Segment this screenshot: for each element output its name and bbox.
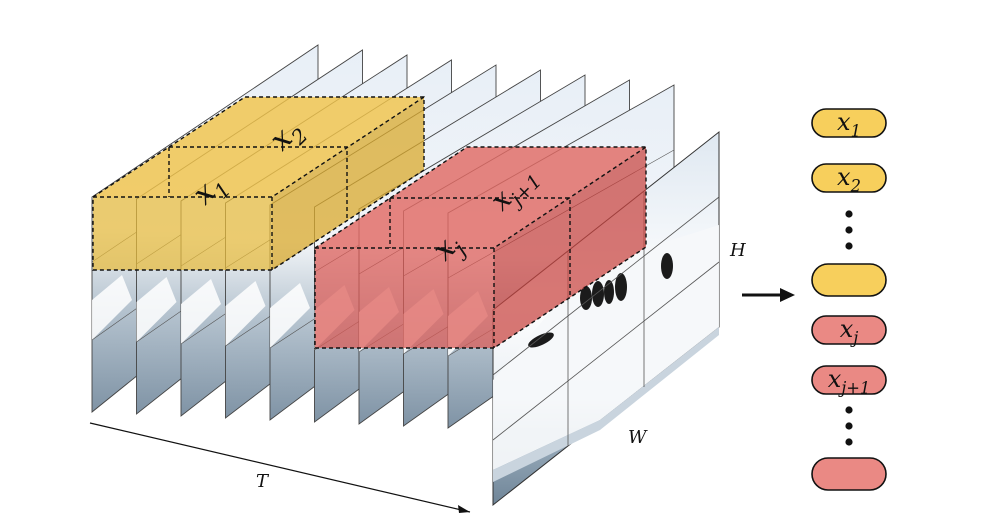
ellipsis-dot [845,406,853,414]
token-label: x2 [837,163,861,196]
token-label: x1 [837,108,861,141]
token-pill [811,457,887,491]
front-video-frame [492,130,720,507]
ellipsis-dot [845,438,853,446]
ellipsis-dot [845,242,853,250]
red-tubelet: xj xj+1 [314,146,647,349]
token-pill: x1 [811,108,887,141]
yellow-tubelet: x1 x2 [92,96,425,271]
ellipsis-dot [845,226,853,234]
token-pill: x2 [811,163,887,196]
token-pill [811,263,887,297]
ellipsis-dot [845,210,853,218]
flatten-arrow [742,288,795,302]
token-label-x2-cube: x2 [263,112,313,162]
token-pill: xj+1 [811,365,887,398]
time-axis: T [89,422,471,513]
token-label: xj+1 [828,365,871,398]
token-sequence: x1 x2 xj xj+1 [811,108,887,491]
time-axis-label: T [256,471,270,492]
token-pill: xj [811,315,887,348]
height-axis-label: H [729,240,746,261]
token-label: xj [840,315,859,348]
ice-shelf [493,225,719,470]
width-axis-label: W [628,427,648,448]
ellipsis-dot [845,422,853,430]
